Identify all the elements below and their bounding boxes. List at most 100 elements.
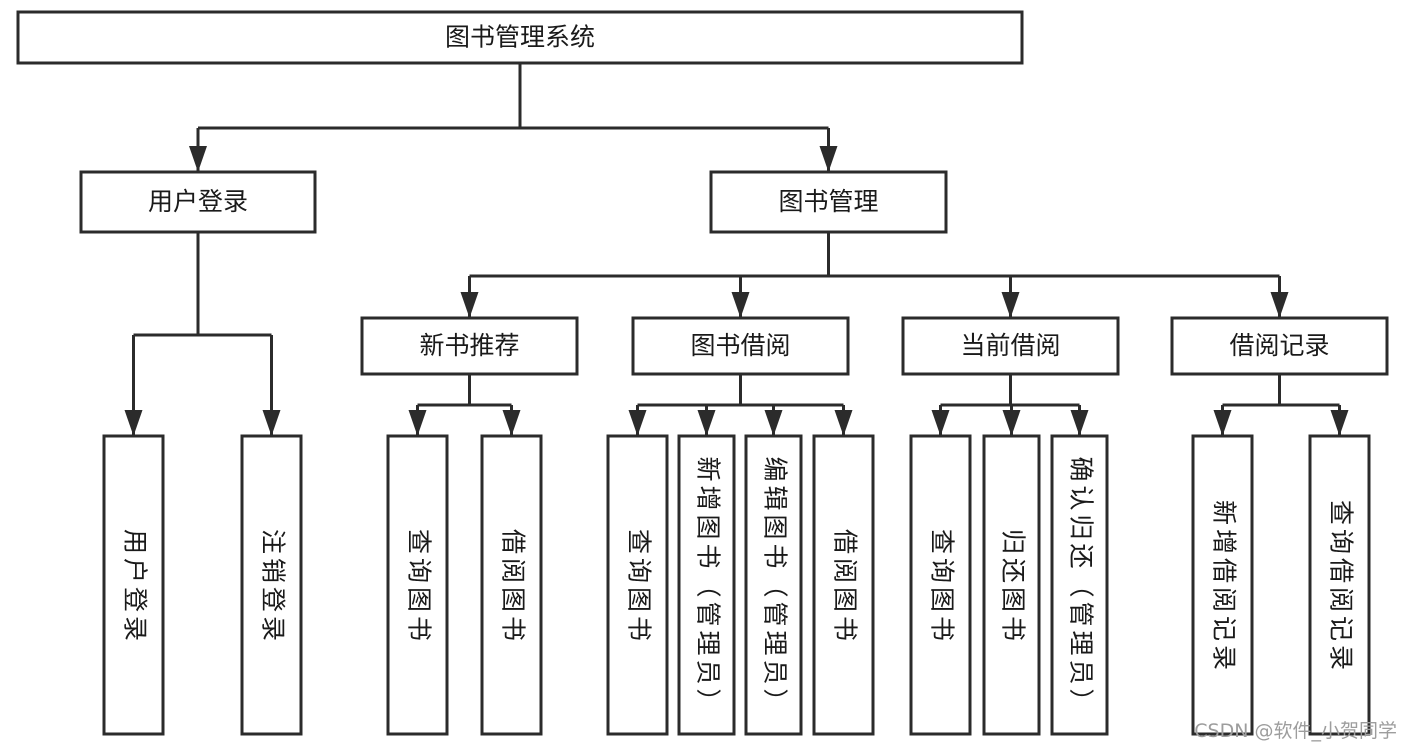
- node-label-leaf-confirm-return: 认: [1067, 485, 1096, 510]
- node-label-leaf-edit-book: 辑: [761, 485, 790, 510]
- node-label-leaf-add-borrow-record: 增: [1210, 529, 1239, 554]
- node-rect-leaf-confirm-return[interactable]: [1050, 434, 1109, 736]
- node-label-leaf-add-book: 理: [694, 630, 723, 655]
- node-label-leaf-add-book: 增: [694, 485, 723, 510]
- node-user-login[interactable]: 用户登录: [79, 170, 317, 234]
- node-label-leaf-borrow-book: 书: [831, 616, 860, 641]
- node-rect-book-borrow[interactable]: [631, 316, 850, 376]
- node-rect-book-management[interactable]: [709, 170, 948, 234]
- arrow-head-leaf-add-borrow-record: [1213, 410, 1232, 436]
- node-label-leaf-logout-login: 录: [259, 616, 288, 641]
- node-label-leaf-edit-book: 书: [761, 543, 790, 568]
- node-book-management[interactable]: 图书管理: [709, 170, 948, 234]
- node-rect-leaf-query-borrow-record[interactable]: [1308, 434, 1371, 736]
- node-rect-root[interactable]: [16, 10, 1024, 65]
- arrow-head-leaf-query-book-rec: [408, 410, 427, 436]
- arrow-head-leaf-confirm-return: [1070, 410, 1089, 436]
- node-rect-leaf-add-book[interactable]: [677, 434, 736, 736]
- node-rect-leaf-add-borrow-record[interactable]: [1191, 434, 1254, 736]
- node-label-leaf-query-book-borrow: 询: [625, 558, 654, 583]
- node-label-leaf-add-book: （: [694, 572, 723, 597]
- arrow-head-leaf-borrow-book-rec: [502, 410, 521, 436]
- node-label-leaf-query-book-rec: 图: [405, 587, 434, 612]
- node-label-leaf-borrow-book-rec: 借: [499, 529, 528, 554]
- node-root[interactable]: 图书管理系统: [16, 10, 1024, 65]
- node-rect-leaf-logout-login[interactable]: [240, 434, 303, 736]
- arrow-head-book-management: [819, 146, 838, 172]
- arrow-head-leaf-add-book: [697, 410, 716, 436]
- node-label-leaf-confirm-return: 还: [1067, 543, 1096, 568]
- arrow-head-current-borrow: [1001, 292, 1020, 318]
- node-new-book-recommend[interactable]: 新书推荐: [360, 316, 579, 376]
- node-label-leaf-add-book: 书: [694, 543, 723, 568]
- arrow-head-leaf-user-login: [124, 410, 143, 436]
- node-label-leaf-query-book-rec: 询: [405, 558, 434, 583]
- node-label-leaf-add-book: 员: [694, 659, 723, 684]
- arrow-head-borrow-record: [1270, 292, 1289, 318]
- node-label-leaf-add-book: ）: [694, 688, 723, 713]
- arrow-head-leaf-return-book: [1002, 410, 1021, 436]
- node-rect-leaf-return-book[interactable]: [982, 434, 1041, 736]
- node-label-leaf-edit-book: 编: [761, 456, 790, 481]
- node-label-leaf-confirm-return: 员: [1067, 659, 1096, 684]
- node-rect-leaf-edit-book[interactable]: [744, 434, 803, 736]
- node-label-leaf-logout-login: 注: [259, 529, 288, 554]
- node-label-leaf-query-book-borrow: 书: [625, 616, 654, 641]
- node-label-leaf-borrow-book-rec: 阅: [499, 558, 528, 583]
- node-label-leaf-query-borrow-record: 询: [1327, 529, 1356, 554]
- node-rect-borrow-record[interactable]: [1170, 316, 1389, 376]
- node-rect-leaf-borrow-book-rec[interactable]: [480, 434, 543, 736]
- watermark-text: CSDN @软件_小贺同学: [1194, 720, 1397, 742]
- node-label-leaf-confirm-return: 确: [1067, 456, 1096, 481]
- node-label-user-login: 用户登录: [148, 187, 248, 216]
- node-label-leaf-confirm-return: 管: [1067, 601, 1096, 626]
- node-rect-current-borrow[interactable]: [901, 316, 1120, 376]
- node-book-borrow[interactable]: 图书借阅: [631, 316, 850, 376]
- node-rect-user-login[interactable]: [79, 170, 317, 234]
- node-rect-leaf-query-book-borrow[interactable]: [606, 434, 669, 736]
- node-rect-leaf-borrow-book[interactable]: [812, 434, 875, 736]
- node-label-leaf-edit-book: （: [761, 572, 790, 597]
- node-label-current-borrow: 当前借阅: [960, 331, 1060, 360]
- arrow-head-leaf-query-borrow-record: [1330, 410, 1349, 436]
- node-rect-leaf-query-book-rec[interactable]: [386, 434, 449, 736]
- arrow-head-book-borrow: [731, 292, 750, 318]
- node-rect-leaf-user-login[interactable]: [102, 434, 165, 736]
- node-label-leaf-query-book-borrow: 查: [625, 529, 654, 554]
- arrow-head-new-book-recommend: [460, 292, 479, 318]
- node-label-leaf-return-book: 图: [999, 587, 1028, 612]
- node-label-book-borrow: 图书借阅: [690, 331, 790, 360]
- node-label-leaf-user-login: 户: [121, 558, 150, 583]
- node-label-leaf-edit-book: 图: [761, 514, 790, 539]
- node-leaf-user-login[interactable]: 用户登录: [102, 434, 165, 736]
- node-rect-leaf-query-book-current[interactable]: [909, 434, 972, 736]
- arrow-head-leaf-query-book-current: [931, 410, 950, 436]
- node-label-leaf-query-book-current: 查: [928, 529, 957, 554]
- node-label-leaf-query-book-rec: 书: [405, 616, 434, 641]
- node-label-leaf-edit-book: 理: [761, 630, 790, 655]
- node-label-leaf-borrow-book-rec: 图: [499, 587, 528, 612]
- node-current-borrow[interactable]: 当前借阅: [901, 316, 1120, 376]
- node-label-leaf-user-login: 登: [121, 587, 150, 612]
- node-label-leaf-edit-book: 员: [761, 659, 790, 684]
- node-rect-new-book-recommend[interactable]: [360, 316, 579, 376]
- node-layer: 图书管理系统用户登录图书管理新书推荐图书借阅当前借阅借阅记录用户登录注销登录查询…: [16, 10, 1389, 736]
- node-label-leaf-confirm-return: 理: [1067, 630, 1096, 655]
- arrow-head-leaf-logout-login: [262, 410, 281, 436]
- node-borrow-record[interactable]: 借阅记录: [1170, 316, 1389, 376]
- node-label-leaf-query-borrow-record: 查: [1327, 500, 1356, 525]
- node-label-leaf-query-borrow-record: 阅: [1327, 587, 1356, 612]
